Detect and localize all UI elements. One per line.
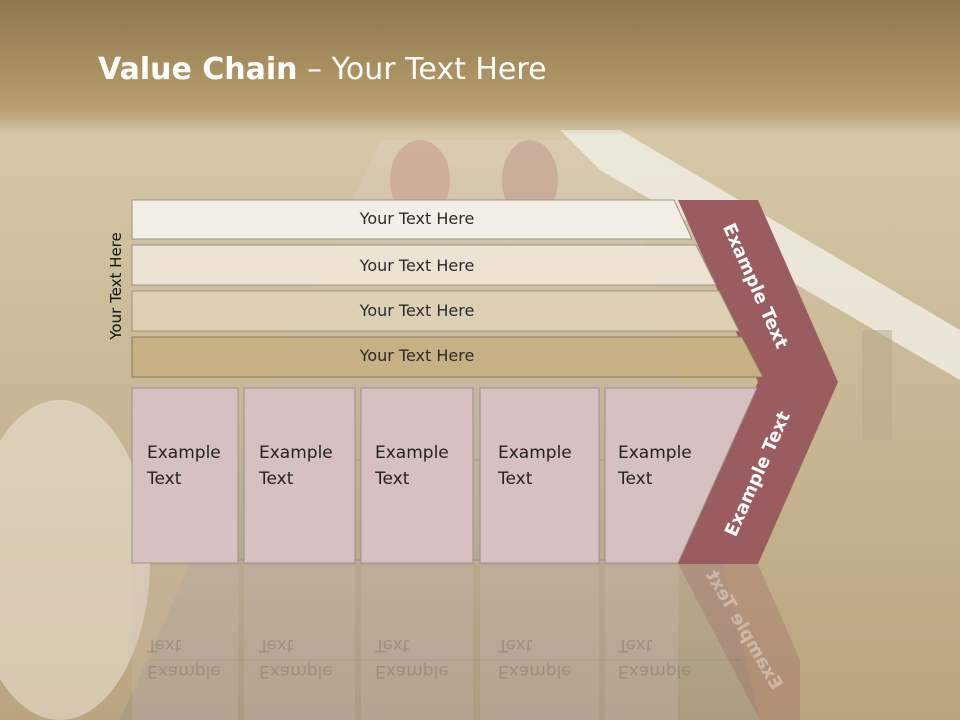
cell-4-shape xyxy=(479,387,600,564)
title-rest: – Your Text Here xyxy=(297,52,547,87)
cell-1-reflection xyxy=(132,566,238,720)
bar-3-label: Your Text Here xyxy=(359,301,475,320)
cell-3-shape xyxy=(360,387,474,564)
cell-2-shape xyxy=(243,387,356,564)
cell-5-reflection xyxy=(605,566,678,720)
bar-1-label: Your Text Here xyxy=(359,209,475,228)
cell-2-reflection xyxy=(244,566,355,720)
chevron-reflection xyxy=(678,564,800,720)
cell-3-reflection xyxy=(361,566,473,720)
bar-1-shape xyxy=(131,199,693,240)
cell-1-shape xyxy=(131,387,239,564)
cell-4-reflection xyxy=(480,566,599,720)
bar-3-shape xyxy=(131,290,740,332)
slide-title: Value Chain – Your Text Here xyxy=(98,52,547,87)
bar-2-label: Your Text Here xyxy=(359,256,475,275)
bar-4-shape xyxy=(131,336,764,378)
bar-4-label: Your Text Here xyxy=(359,346,475,365)
cell-5-shape xyxy=(604,387,758,564)
title-band xyxy=(0,0,960,135)
title-bold: Value Chain xyxy=(98,52,298,87)
bar-2-shape xyxy=(131,244,717,286)
